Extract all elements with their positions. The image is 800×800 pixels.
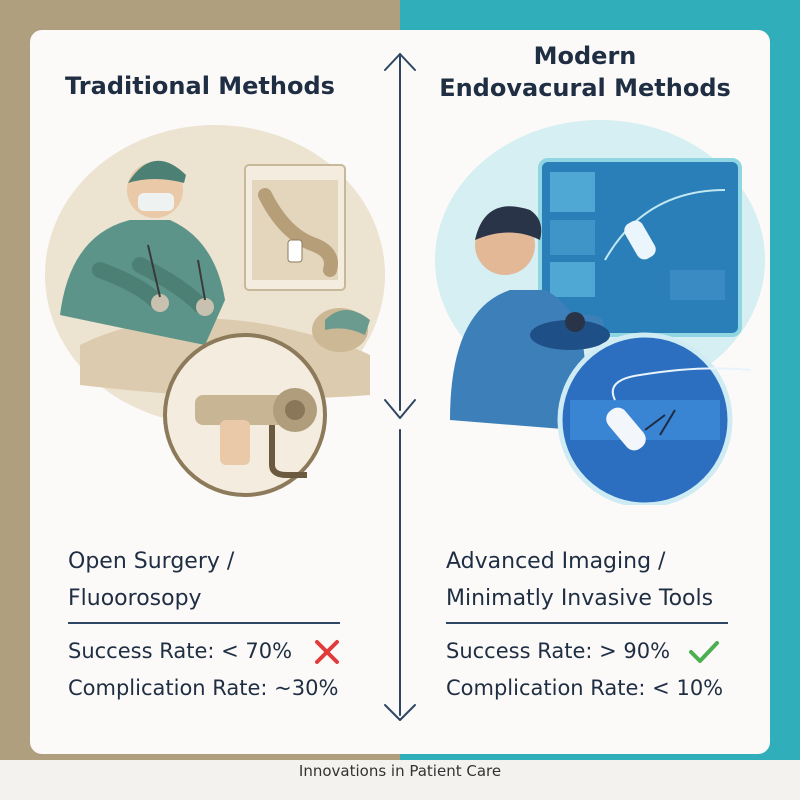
modern-method-line2: Minimatly Invasive Tools bbox=[446, 586, 714, 611]
traditional-method-line1: Open Surgery / bbox=[68, 549, 235, 574]
modern-method-label: Advanced Imaging / Minimatly Invasive To… bbox=[446, 543, 713, 617]
check-icon bbox=[689, 641, 719, 663]
modern-success-rate: Success Rate: > 90% bbox=[446, 639, 671, 663]
traditional-method-line2: Fluoorosopy bbox=[68, 586, 202, 611]
traditional-methods-title: Traditional Methods bbox=[65, 72, 335, 100]
traditional-method-label: Open Surgery / Fluoorosopy bbox=[68, 543, 234, 617]
modern-method-line1: Advanced Imaging / bbox=[446, 549, 666, 574]
modern-endovascular-illustration bbox=[435, 120, 765, 505]
modern-title-line1: Modern bbox=[533, 42, 637, 70]
modern-methods-title: Modern Endovacural Methods bbox=[410, 40, 760, 104]
right-divider-rule bbox=[446, 622, 728, 624]
traditional-complication-rate: Complication Rate: ~30% bbox=[68, 676, 339, 700]
traditional-surgery-illustration bbox=[45, 125, 385, 497]
double-arrow-icon bbox=[384, 53, 416, 721]
left-divider-rule bbox=[68, 622, 340, 624]
traditional-success-rate: Success Rate: < 70% bbox=[68, 639, 293, 663]
footer-caption: Innovations in Patient Care bbox=[298, 762, 502, 780]
modern-title-line2: Endovacural Methods bbox=[439, 74, 731, 102]
modern-complication-rate: Complication Rate: < 10% bbox=[446, 676, 724, 700]
cross-icon bbox=[315, 640, 339, 664]
